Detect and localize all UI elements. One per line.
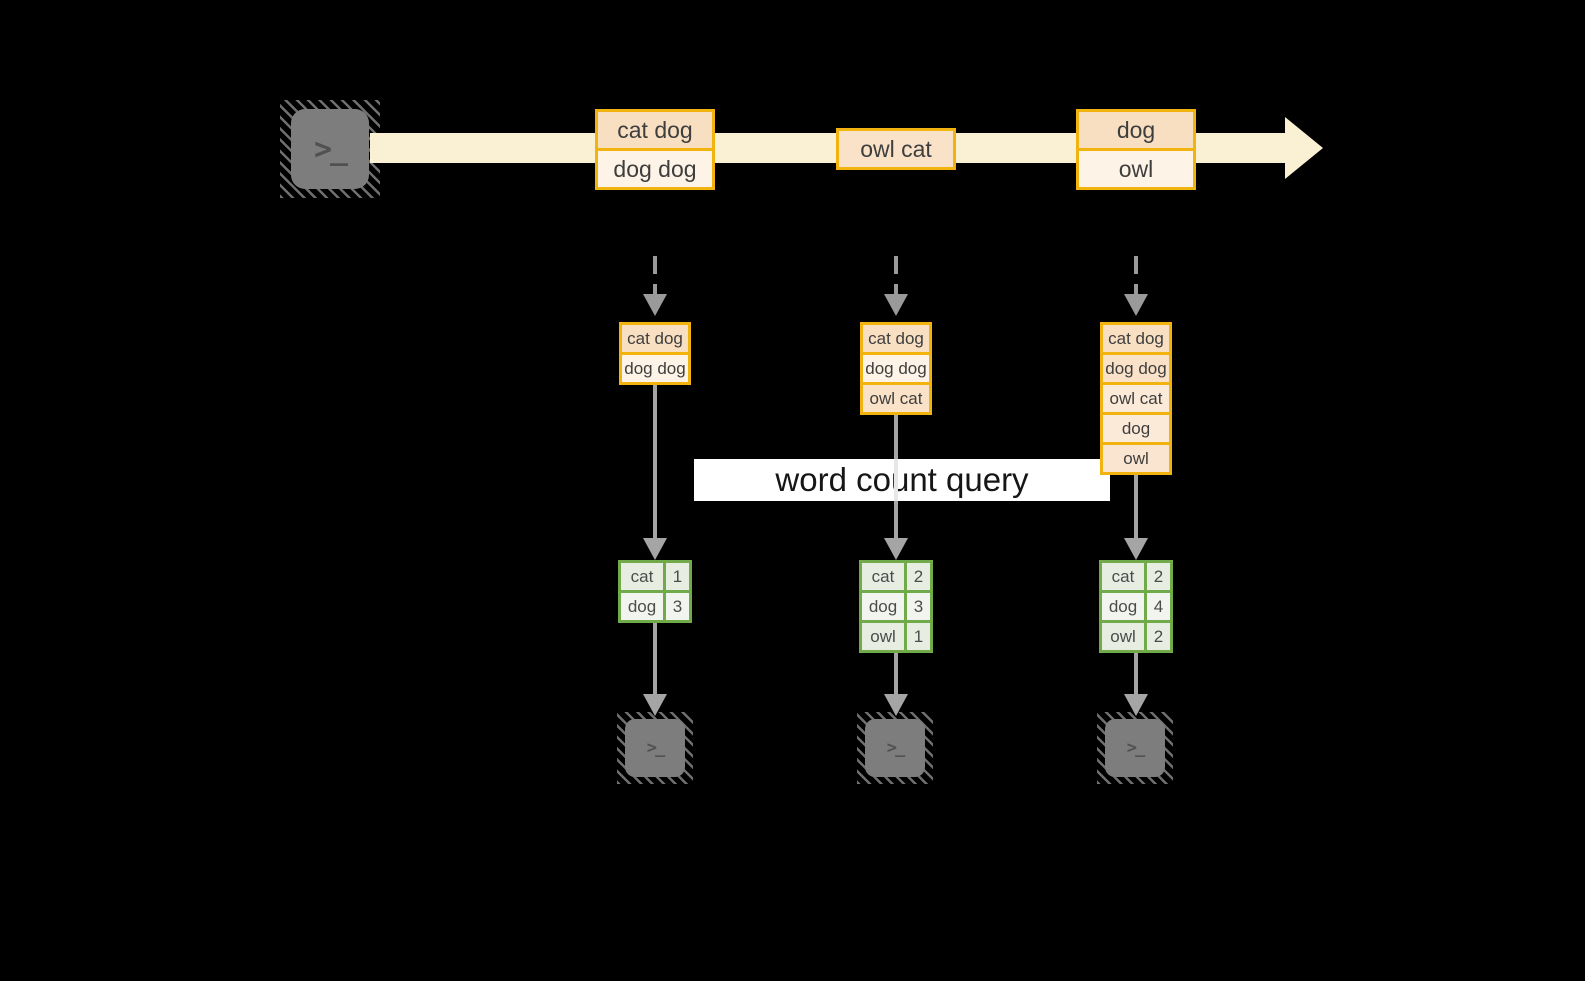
- query-label: word count query: [775, 461, 1029, 498]
- result-word-cell: cat: [862, 563, 904, 590]
- input-row: owl: [1103, 442, 1169, 472]
- result-count-cell: 1: [904, 623, 930, 650]
- input-row: dog: [1103, 412, 1169, 442]
- input-row: dog dog: [863, 352, 929, 382]
- result-row: cat 2: [1102, 563, 1170, 590]
- flow-arrowhead-1: [643, 538, 667, 560]
- result-word-cell: owl: [862, 623, 904, 650]
- record-row: dog dog: [598, 148, 712, 187]
- flow-arrow-3: [1134, 475, 1138, 538]
- result-count-cell: 2: [1144, 563, 1170, 590]
- terminal-sink-icon-1: >_: [617, 712, 693, 784]
- result-count-cell: 1: [663, 563, 689, 590]
- result-count-cell: 3: [663, 593, 689, 620]
- record-row: cat dog: [598, 112, 712, 148]
- record-row: dog: [1079, 112, 1193, 148]
- trigger-arrowhead-1: [643, 294, 667, 316]
- stream-batch-2: owl cat: [836, 128, 956, 170]
- terminal-prompt-glyph: >_: [886, 738, 906, 758]
- result-count-cell: 2: [904, 563, 930, 590]
- record-row: owl cat: [839, 131, 953, 167]
- terminal-sink-icon-3: >_: [1097, 712, 1173, 784]
- terminal-sink-icon-2: >_: [857, 712, 933, 784]
- input-table-3: cat dog dog dog owl cat dog owl: [1100, 322, 1172, 475]
- result-row: dog 3: [621, 590, 689, 620]
- terminal-prompt-glyph: >_: [646, 738, 666, 758]
- result-word-cell: dog: [862, 593, 904, 620]
- result-count-cell: 3: [904, 593, 930, 620]
- terminal-prompt-glyph: >_: [1126, 738, 1146, 758]
- trigger-arrow-2: [894, 256, 898, 294]
- input-row: owl cat: [1103, 382, 1169, 412]
- output-arrowhead-2: [884, 694, 908, 716]
- trigger-arrowhead-3: [1124, 294, 1148, 316]
- result-table-3: cat 2 dog 4 owl 2: [1099, 560, 1173, 653]
- arrow-through-banner: [894, 459, 898, 501]
- flow-arrowhead-3: [1124, 538, 1148, 560]
- result-count-cell: 4: [1144, 593, 1170, 620]
- input-row: dog dog: [1103, 352, 1169, 382]
- input-row: cat dog: [863, 325, 929, 352]
- input-table-2: cat dog dog dog owl cat: [860, 322, 932, 415]
- result-table-1: cat 1 dog 3: [618, 560, 692, 623]
- result-row: dog 4: [1102, 590, 1170, 620]
- input-row: dog dog: [622, 352, 688, 382]
- trigger-arrow-3: [1134, 256, 1138, 294]
- input-row: owl cat: [863, 382, 929, 412]
- trigger-arrow-1: [653, 256, 657, 294]
- flow-arrowhead-2: [884, 538, 908, 560]
- stream-timeline-arrowhead: [1285, 117, 1323, 179]
- output-arrowhead-3: [1124, 694, 1148, 716]
- input-table-1: cat dog dog dog: [619, 322, 691, 385]
- result-row: cat 2: [862, 563, 930, 590]
- stream-batch-1: cat dog dog dog: [595, 109, 715, 190]
- input-row: cat dog: [1103, 325, 1169, 352]
- terminal-source-icon: >_: [280, 100, 380, 198]
- output-arrow-1: [653, 623, 657, 694]
- result-word-cell: cat: [1102, 563, 1144, 590]
- flow-arrow-1: [653, 385, 657, 538]
- terminal-prompt-glyph: >_: [313, 131, 348, 167]
- stream-batch-3: dog owl: [1076, 109, 1196, 190]
- result-row: cat 1: [621, 563, 689, 590]
- output-arrow-3: [1134, 653, 1138, 694]
- record-row: owl: [1079, 148, 1193, 187]
- result-row: dog 3: [862, 590, 930, 620]
- result-row: owl 1: [862, 620, 930, 650]
- input-row: cat dog: [622, 325, 688, 352]
- output-arrow-2: [894, 653, 898, 694]
- query-banner: word count query: [694, 459, 1110, 501]
- result-table-2: cat 2 dog 3 owl 1: [859, 560, 933, 653]
- result-word-cell: cat: [621, 563, 663, 590]
- output-arrowhead-1: [643, 694, 667, 716]
- result-count-cell: 2: [1144, 623, 1170, 650]
- result-row: owl 2: [1102, 620, 1170, 650]
- result-word-cell: dog: [621, 593, 663, 620]
- result-word-cell: owl: [1102, 623, 1144, 650]
- result-word-cell: dog: [1102, 593, 1144, 620]
- trigger-arrowhead-2: [884, 294, 908, 316]
